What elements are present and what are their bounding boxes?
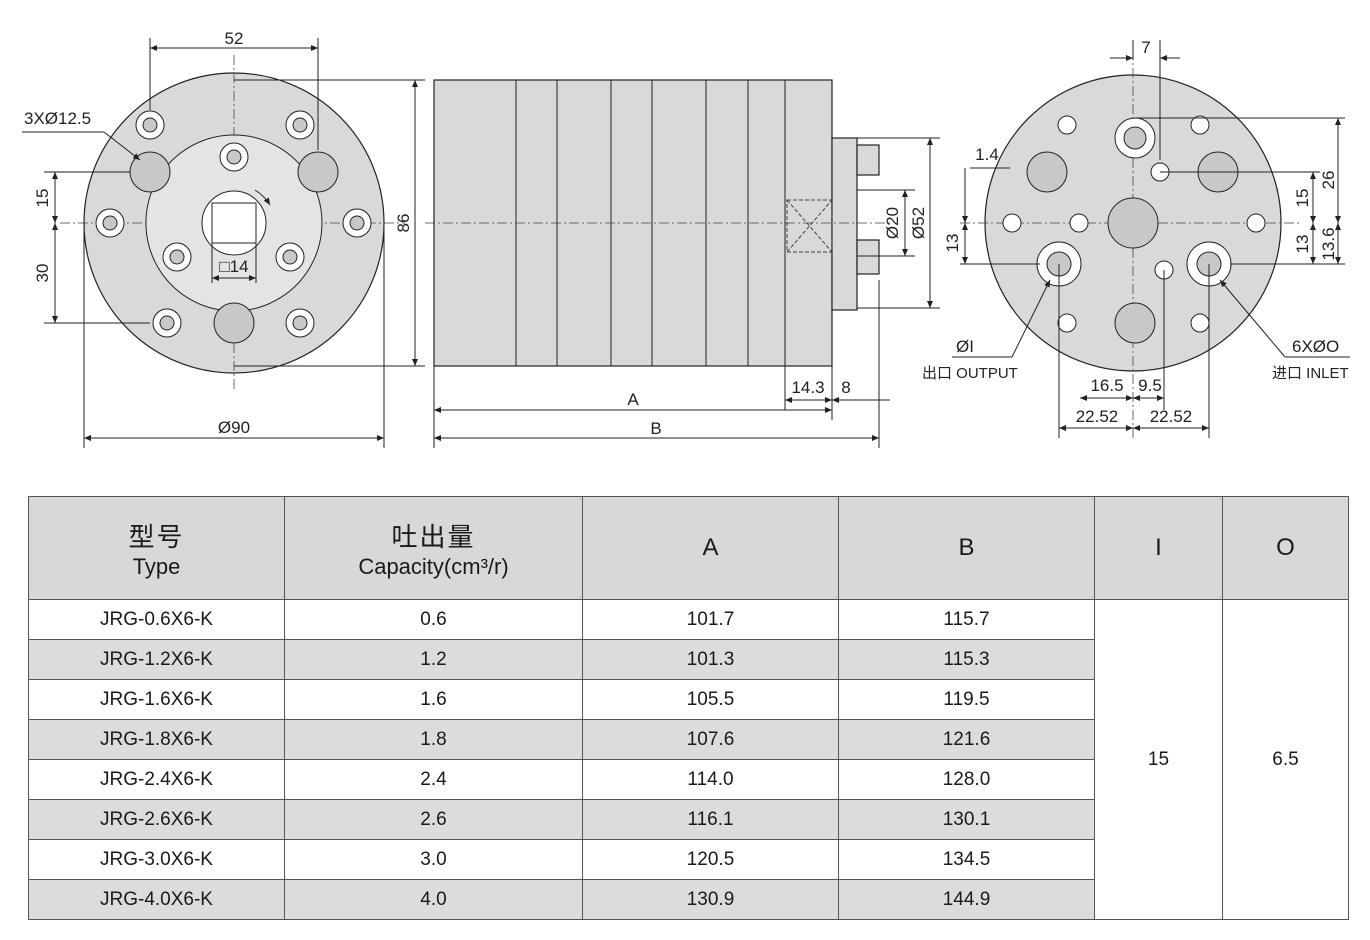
header-type-en: Type <box>132 553 181 579</box>
side-dim-8: 8 <box>841 378 850 397</box>
rear-dim-15: 15 <box>1293 189 1312 208</box>
cell-capacity: 4.0 <box>284 879 583 920</box>
front-dim-30: 30 <box>33 264 52 283</box>
table-row: JRG-1.6X6-K 1.6 105.5 119.5 <box>28 679 1349 720</box>
header-capacity: 吐出量 Capacity(cm³/r) <box>284 496 583 600</box>
rear-outlet-symbol: ØI <box>956 337 974 356</box>
cell-capacity: 2.6 <box>284 799 583 840</box>
table-row: JRG-1.8X6-K 1.8 107.6 121.6 <box>28 719 1349 760</box>
cell-capacity: 2.4 <box>284 759 583 800</box>
header-o: O <box>1222 496 1349 600</box>
cell-type: JRG-4.0X6-K <box>28 879 285 920</box>
table-row: JRG-0.6X6-K 0.6 101.7 115.7 15 6.5 <box>28 599 1349 920</box>
cell-a: 114.0 <box>582 759 839 800</box>
cell-a: 101.3 <box>582 639 839 680</box>
cell-a: 120.5 <box>582 839 839 880</box>
side-dim-14-3: 14.3 <box>791 378 824 397</box>
table-row: JRG-4.0X6-K 4.0 130.9 144.9 <box>28 879 1349 920</box>
cell-a: 107.6 <box>582 719 839 760</box>
front-bolts <box>95 110 372 338</box>
cell-i-merged: 15 <box>1094 599 1223 920</box>
rear-dim-13-6: 13.6 <box>1319 227 1338 260</box>
rear-dim-13-right: 13 <box>1293 235 1312 254</box>
cell-a: 130.9 <box>582 879 839 920</box>
cell-o-merged: 6.5 <box>1222 599 1349 920</box>
rear-outlet-label: 出口 OUTPUT <box>922 365 1018 382</box>
side-dim-b: B <box>650 419 661 438</box>
cell-capacity: 0.6 <box>284 599 583 640</box>
rear-view: 7 1.4 13 26 15 13 13.6 16.5 9.5 22.52 22… <box>922 38 1350 440</box>
rear-dim-7: 7 <box>1141 38 1150 57</box>
side-port-hatch <box>786 199 833 253</box>
rear-dim-22-52-left: 22.52 <box>1076 407 1119 426</box>
front-hole-callout: 3XØ12.5 <box>24 109 91 128</box>
cell-a: 105.5 <box>582 679 839 720</box>
cell-b: 119.5 <box>838 679 1095 720</box>
front-dim-15: 15 <box>33 189 52 208</box>
front-holes-12-5 <box>129 151 339 344</box>
rear-dim-13-left: 13 <box>943 234 962 253</box>
cell-a: 116.1 <box>582 799 839 840</box>
cell-b: 134.5 <box>838 839 1095 880</box>
cell-type: JRG-2.4X6-K <box>28 759 285 800</box>
cell-capacity: 1.2 <box>284 639 583 680</box>
front-dim-shaft: □14 <box>219 257 248 276</box>
front-view: 52 3XØ12.5 15 30 □14 86 Ø90 <box>22 29 425 448</box>
cell-b: 121.6 <box>838 719 1095 760</box>
front-dim-86: 86 <box>394 214 413 233</box>
front-dim-top: 52 <box>225 29 244 48</box>
side-shaft <box>856 144 880 176</box>
cell-capacity: 3.0 <box>284 839 583 880</box>
cell-type: JRG-3.0X6-K <box>28 839 285 880</box>
side-dim-d20: Ø20 <box>883 207 902 239</box>
header-a: A <box>582 496 839 600</box>
cell-b: 128.0 <box>838 759 1095 800</box>
rear-inlet-symbol: 6XØO <box>1292 337 1339 356</box>
table-row: JRG-2.4X6-K 2.4 114.0 128.0 <box>28 759 1349 800</box>
header-i: I <box>1094 496 1223 600</box>
square-shaft <box>211 202 257 244</box>
technical-drawing: 52 3XØ12.5 15 30 □14 86 Ø90 <box>22 29 1350 448</box>
header-capacity-en: Capacity(cm³/r) <box>358 553 509 579</box>
cell-type: JRG-1.6X6-K <box>28 679 285 720</box>
cell-a: 101.7 <box>582 599 839 640</box>
rear-dim-22-52-right: 22.52 <box>1150 407 1193 426</box>
header-b: B <box>838 496 1095 600</box>
spec-table: 型号 Type 吐出量 Capacity(cm³/r) A B I O JRG-… <box>28 496 1349 920</box>
cell-type: JRG-1.8X6-K <box>28 719 285 760</box>
cell-b: 130.1 <box>838 799 1095 840</box>
rear-inlet-label: 进口 INLET <box>1272 365 1349 382</box>
cell-b: 144.9 <box>838 879 1095 920</box>
cell-b: 115.7 <box>838 599 1095 640</box>
side-view: Ø20 Ø52 14.3 8 A B <box>425 79 940 448</box>
header-type: 型号 Type <box>28 496 285 600</box>
side-dim-a: A <box>627 390 639 409</box>
cell-b: 115.3 <box>838 639 1095 680</box>
front-dim-diameter: Ø90 <box>218 418 250 437</box>
header-type-zh: 型号 <box>128 521 185 552</box>
side-dim-d52: Ø52 <box>909 207 928 239</box>
rear-dim-1-4: 1.4 <box>975 145 999 164</box>
rear-dim-16-5: 16.5 <box>1090 376 1123 395</box>
rear-center-boss <box>1107 197 1159 249</box>
cell-type: JRG-2.6X6-K <box>28 799 285 840</box>
cell-capacity: 1.6 <box>284 679 583 720</box>
cell-capacity: 1.8 <box>284 719 583 760</box>
rear-dim-26: 26 <box>1319 171 1338 190</box>
spec-table-header-row: 型号 Type 吐出量 Capacity(cm³/r) A B I O <box>28 496 1349 600</box>
rear-dim-9-5: 9.5 <box>1138 376 1162 395</box>
cell-type: JRG-0.6X6-K <box>28 599 285 640</box>
side-flange <box>831 137 858 311</box>
cell-type: JRG-1.2X6-K <box>28 639 285 680</box>
header-capacity-zh: 吐出量 <box>391 521 476 552</box>
rear-small-holes <box>1002 115 1266 333</box>
